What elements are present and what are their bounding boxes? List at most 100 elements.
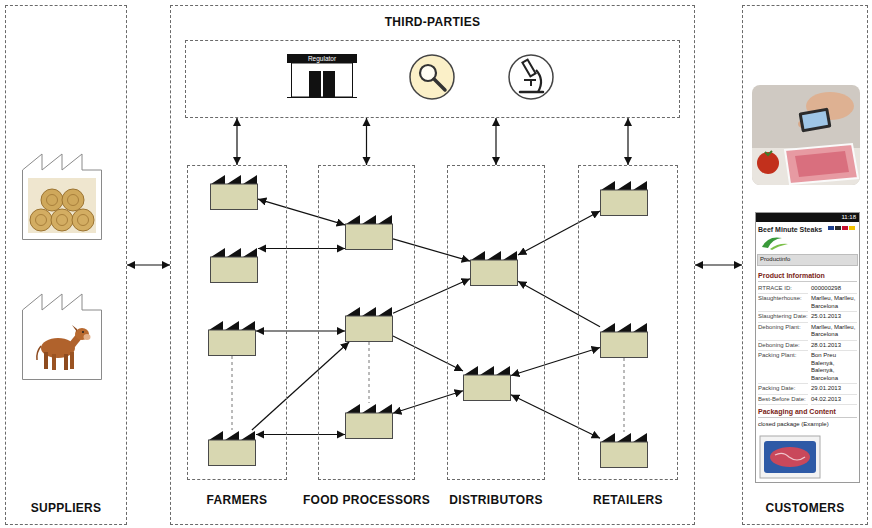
flow-arrow bbox=[511, 348, 600, 376]
phone-screen bbox=[759, 435, 821, 479]
hay-bales bbox=[51, 209, 73, 231]
field-label: Slaughtering Date: bbox=[758, 312, 808, 323]
flow-arrow bbox=[258, 199, 345, 225]
ground-line bbox=[287, 97, 357, 98]
status-time: 11:18 bbox=[756, 213, 859, 222]
hay-bales bbox=[41, 189, 63, 211]
factory-body bbox=[211, 257, 258, 283]
factory-icon bbox=[208, 320, 256, 356]
factory-outline bbox=[23, 154, 102, 240]
factory-icon bbox=[208, 430, 256, 466]
regulator-building: Regulator bbox=[287, 54, 357, 98]
group-panel: 11:18Beef Minute SteaksProductinfoProduc… bbox=[742, 5, 868, 525]
supplier-factory bbox=[22, 148, 102, 240]
group-heading: SUPPLIERS bbox=[31, 501, 102, 515]
flow-arrow bbox=[393, 336, 463, 371]
customer-photo bbox=[802, 111, 828, 129]
factory-body bbox=[209, 440, 256, 466]
factory-roof bbox=[346, 404, 392, 413]
flow-arrow bbox=[518, 281, 600, 326]
calf-figure bbox=[37, 325, 91, 370]
chain-panel: RegulatorTHIRD-PARTIESFARMERSFOOD PROCES… bbox=[170, 5, 695, 525]
factory-body bbox=[601, 332, 648, 358]
calf-figure bbox=[84, 334, 91, 340]
calf-figure bbox=[82, 331, 84, 333]
factory-roof bbox=[471, 251, 517, 260]
hay-bales bbox=[47, 195, 58, 206]
factory-icon bbox=[470, 250, 518, 286]
supplier-factory bbox=[22, 148, 102, 240]
group-heading: THIRD-PARTIES bbox=[385, 15, 481, 29]
supplier-factory bbox=[22, 288, 102, 380]
hay-bales bbox=[72, 209, 94, 231]
microscope-icon bbox=[509, 55, 553, 99]
flow-arrow bbox=[127, 264, 170, 265]
factory-icon bbox=[208, 430, 256, 466]
third-party-group: RegulatorTHIRD-PARTIES bbox=[185, 40, 680, 118]
factory-icon bbox=[600, 322, 648, 358]
factory-body bbox=[601, 190, 648, 216]
factory-icon bbox=[600, 432, 648, 468]
calf-figure bbox=[72, 325, 77, 332]
microscope-icon bbox=[522, 60, 535, 77]
group-heading: FOOD PROCESSORS bbox=[303, 493, 430, 507]
flow-arrow bbox=[393, 391, 463, 414]
flow-arrow bbox=[256, 330, 345, 331]
group-heading: RETAILERS bbox=[593, 493, 663, 507]
hay-bales bbox=[30, 209, 52, 231]
field-label: Slaughterhouse: bbox=[758, 294, 808, 312]
field-label: Packing Plant: bbox=[758, 351, 808, 384]
flow-arrow bbox=[495, 118, 496, 165]
magnifier-icon bbox=[410, 55, 454, 99]
phone-screen: 11:18Beef Minute SteaksProductinfoProduc… bbox=[755, 212, 860, 483]
flow-arrow bbox=[366, 118, 367, 165]
magnifier-icon bbox=[434, 79, 445, 90]
factory-roof bbox=[209, 321, 255, 330]
factory-icon bbox=[600, 180, 648, 216]
flow-arrow bbox=[393, 279, 470, 313]
factory-body bbox=[346, 316, 393, 342]
hay-bales bbox=[68, 195, 79, 206]
factory-roof bbox=[464, 366, 510, 375]
customer-photo bbox=[757, 152, 779, 174]
flow-arrow bbox=[627, 118, 628, 165]
group-heading: FARMERS bbox=[207, 493, 268, 507]
field-value: 000000298 bbox=[811, 284, 857, 295]
hay-bales bbox=[28, 178, 96, 233]
factory-icon bbox=[600, 432, 648, 468]
factory-roof bbox=[211, 248, 257, 257]
flow-arrow bbox=[518, 211, 600, 255]
factory-icon bbox=[210, 247, 258, 283]
section-heading: Packaging and Content bbox=[758, 407, 857, 418]
field-value: Bon Preu Balenyà, Balenyà, Barcelona bbox=[811, 351, 857, 384]
field-label: Best-Before Date: bbox=[758, 395, 808, 406]
phone-screen bbox=[760, 235, 790, 251]
field-label: Deboning Plant: bbox=[758, 323, 808, 341]
factory-roof bbox=[601, 181, 647, 190]
customer-photo bbox=[795, 151, 849, 177]
connector-group bbox=[127, 118, 742, 438]
flow-arrow bbox=[393, 239, 470, 261]
factory-body bbox=[209, 330, 256, 356]
customer-photo bbox=[752, 85, 860, 185]
factory-body bbox=[346, 413, 393, 439]
tab-bar: Productinfo bbox=[757, 254, 858, 266]
customer-photo bbox=[785, 144, 858, 184]
language-flag bbox=[835, 226, 841, 230]
stage-column: FARMERS bbox=[187, 165, 287, 480]
factory-roof bbox=[346, 307, 392, 316]
factory-icon bbox=[208, 320, 256, 356]
flow-arrow bbox=[695, 264, 742, 265]
flow-arrow bbox=[258, 248, 345, 249]
factory-body bbox=[464, 375, 511, 401]
continuation-line bbox=[232, 356, 233, 430]
building-door bbox=[309, 71, 321, 97]
factory-icon bbox=[345, 214, 393, 250]
meat-photo bbox=[770, 447, 810, 467]
phone-screen bbox=[828, 226, 856, 231]
continuation-line bbox=[369, 342, 370, 403]
factory-icon bbox=[210, 174, 258, 210]
package-photo bbox=[760, 436, 820, 478]
meat-photo bbox=[775, 453, 805, 460]
